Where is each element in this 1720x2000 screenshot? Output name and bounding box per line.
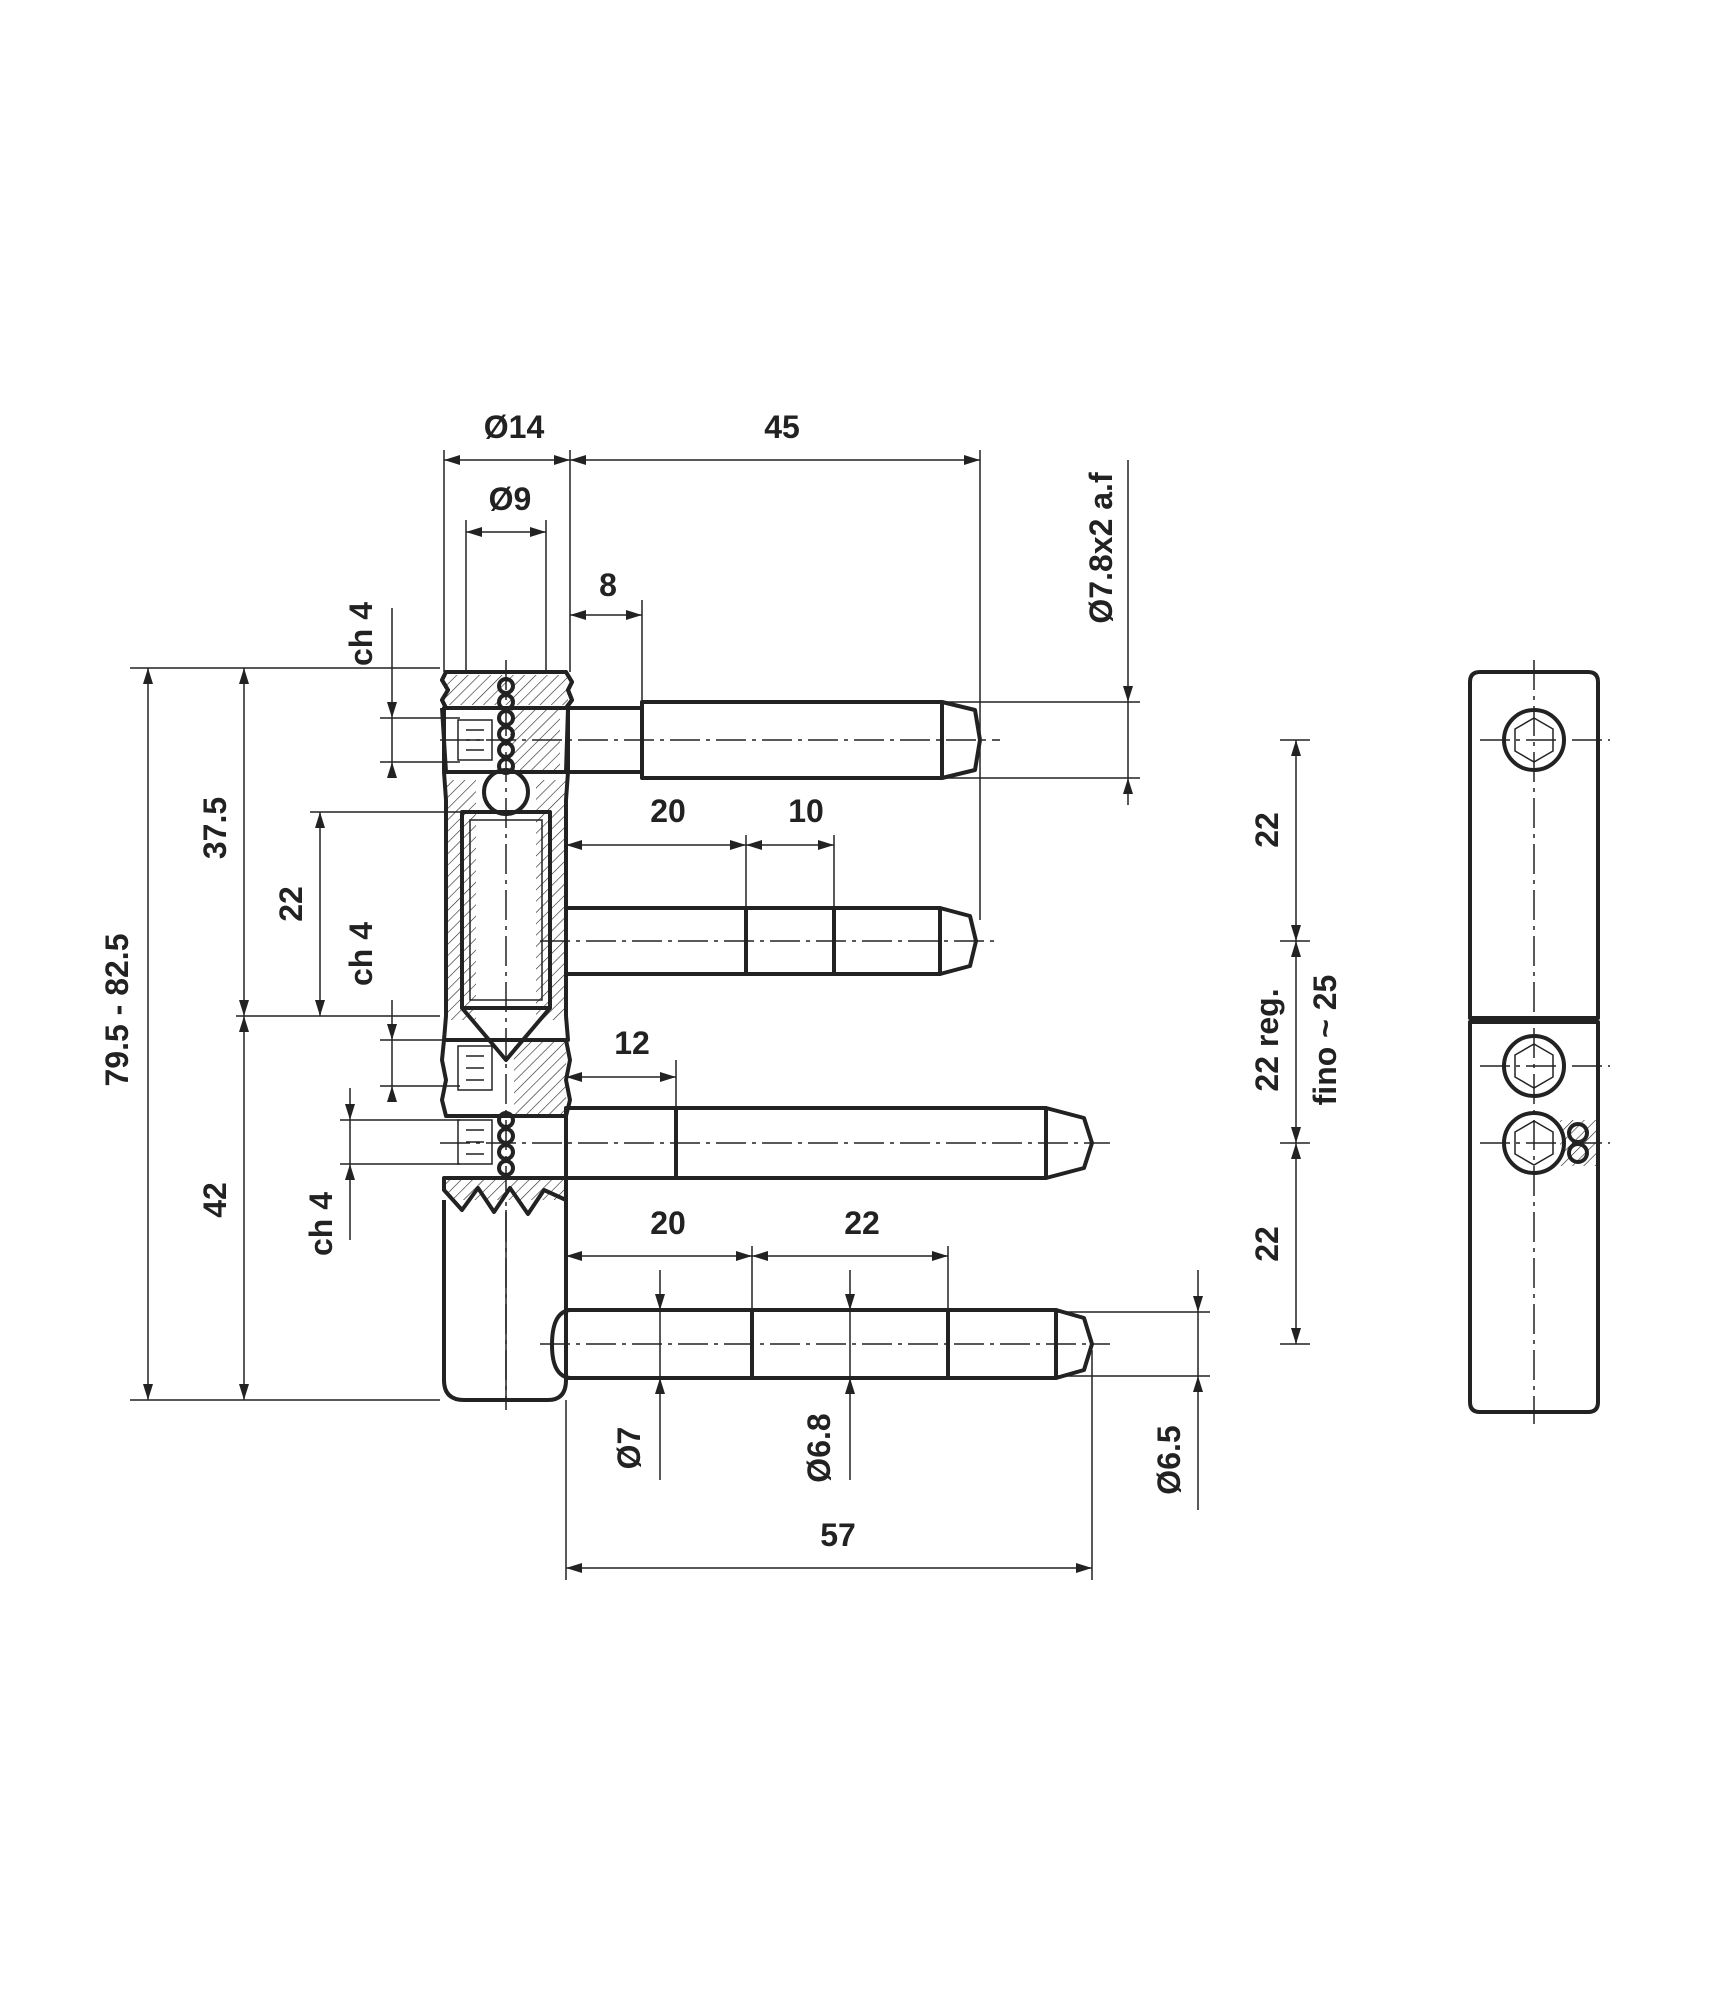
dim-57: 57 xyxy=(820,1517,856,1553)
bottom-knuckle xyxy=(442,1176,568,1402)
dim-across-flats: Ø7.8x2 a.f xyxy=(1083,472,1119,624)
hex-socket-icon xyxy=(1502,708,1566,772)
dim-22-right-top: 22 xyxy=(1249,812,1285,848)
hinge-side-view xyxy=(440,660,1110,1410)
dim-overall-height: 79.5 - 82.5 xyxy=(99,934,135,1087)
hex-socket-icon xyxy=(1502,1034,1566,1098)
dim-20-lower: 20 xyxy=(650,1205,686,1241)
dim-10: 10 xyxy=(788,793,824,829)
dimension-labels: Ø14 45 Ø9 8 Ø7.8x2 a.f ch 4 20 10 22 37.… xyxy=(99,409,1343,1553)
dim-37-5: 37.5 xyxy=(197,797,233,859)
middle-knuckle xyxy=(442,768,570,1062)
dim-22-right-bottom: 22 xyxy=(1249,1226,1285,1262)
dim-diameter-7: Ø7 xyxy=(611,1427,647,1470)
dim-diameter-6-8: Ø6.8 xyxy=(801,1413,837,1482)
dim-ch4-top: ch 4 xyxy=(343,602,379,666)
dim-45: 45 xyxy=(764,409,800,445)
dim-diameter-9: Ø9 xyxy=(489,481,532,517)
dim-12: 12 xyxy=(614,1025,650,1061)
dimension-lines xyxy=(130,450,1310,1580)
dim-8: 8 xyxy=(599,567,617,603)
dim-42: 42 xyxy=(197,1182,233,1218)
dim-20-upper: 20 xyxy=(650,793,686,829)
dim-fino-25: fino ~ 25 xyxy=(1307,975,1343,1106)
dim-22-lower: 22 xyxy=(844,1205,880,1241)
dim-diameter-14: Ø14 xyxy=(484,409,545,445)
dim-diameter-6-5: Ø6.5 xyxy=(1151,1425,1187,1494)
dim-ch4-mid: ch 4 xyxy=(343,922,379,986)
lower-knuckle xyxy=(440,1039,572,1118)
dim-22-left: 22 xyxy=(273,886,309,922)
ball-bearing-icon xyxy=(1560,1120,1598,1166)
dim-22-reg: 22 reg. xyxy=(1249,988,1285,1091)
dim-ch4-low: ch 4 xyxy=(303,1192,339,1256)
hinge-front-view xyxy=(1468,660,1610,1424)
hex-socket-icon xyxy=(457,719,493,761)
